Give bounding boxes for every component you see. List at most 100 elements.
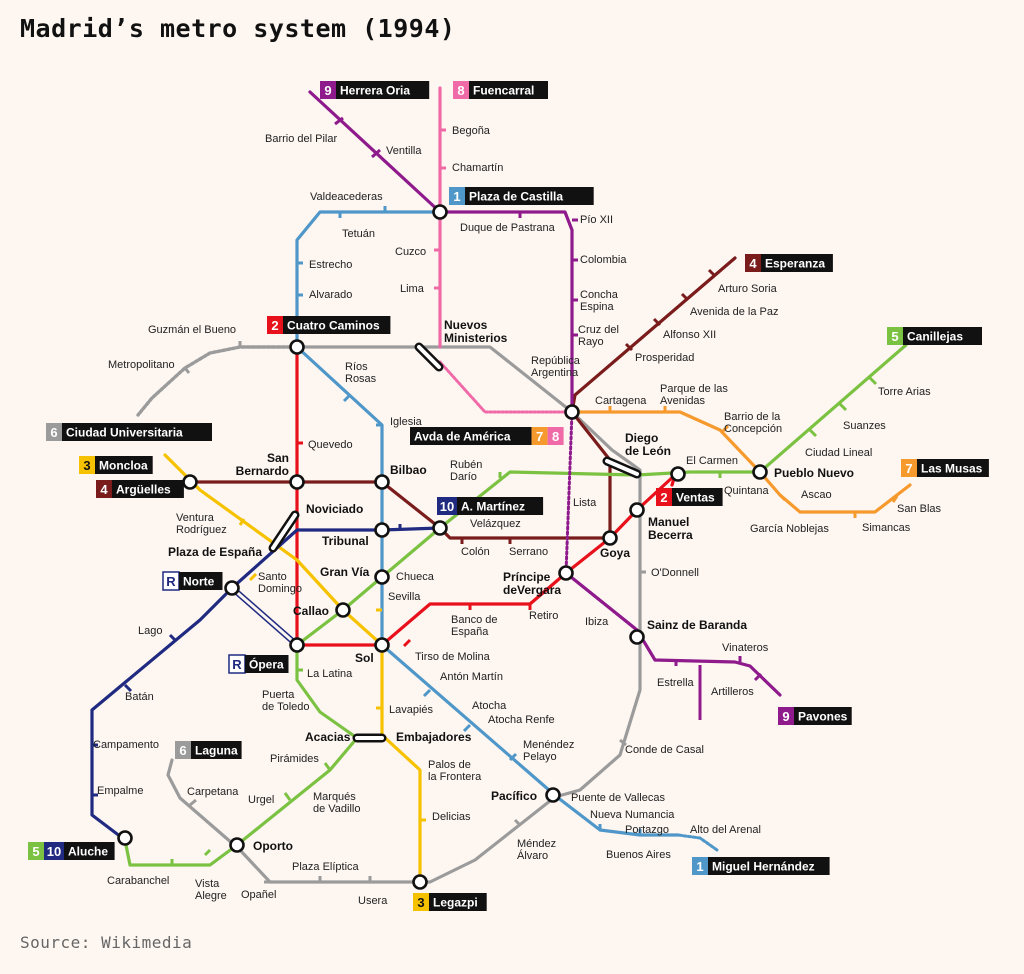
interchange-opera[interactable] [289,637,305,653]
terminal-name-box [336,81,430,99]
line-badge-7 [531,427,548,445]
interchange-plaza-castilla[interactable] [432,204,448,220]
interchange-a-martinez[interactable] [432,520,448,536]
interchange-san-bernardo[interactable] [289,474,305,490]
interchange-manuel-becerra[interactable] [629,502,645,518]
line-number: 8 [457,83,464,98]
interchange-bilbao[interactable] [374,474,390,490]
line-9-track [564,571,639,632]
interchange-sol[interactable] [374,637,390,653]
interchange-aluche[interactable] [117,830,133,846]
line-9-track [308,90,574,414]
terminal-name-box [245,655,289,673]
station-ticks [92,116,899,884]
line-badge-8 [453,81,469,99]
station-label-portazgo: Portazgo [625,824,669,836]
interchange-principe-vergara[interactable] [558,565,574,581]
station-label-campamento: Campamento [93,739,159,751]
station-label-o-donnell: O'Donnell [651,567,699,579]
station-label-guzman-el-bueno: Guzmán el Bueno [148,324,236,336]
line-number: 3 [83,458,90,473]
line-number: 10 [440,499,454,514]
terminal-name-box [465,187,594,205]
interchange-pueblo-nuevo[interactable] [752,464,768,480]
interchange-callao[interactable] [335,602,351,618]
terminal-label-plaza-castilla[interactable]: 1 Plaza de Castilla [449,187,594,205]
terminal-name: Argüelles [116,483,171,497]
station-tick [720,424,730,434]
interchange-goya[interactable] [602,530,618,546]
line-number: 3 [417,895,424,910]
station-label-velazquez: Velázquez [470,518,521,530]
line-badge-5 [887,327,903,345]
terminal-name: Cuatro Caminos [287,319,380,333]
station-label-piramides: Pirámides [270,753,319,765]
interchange-tribunal[interactable] [374,522,390,538]
station-tick [868,376,878,386]
station-label-retiro: Retiro [529,610,558,622]
interchange-norte[interactable] [224,580,240,596]
terminal-label-a-martinez[interactable]: 10 A. Martínez [437,497,544,515]
station-label-la-latina: La Latina [307,668,353,680]
station-label-urgel: Urgel [248,794,274,806]
station-label-vinateros: Vinateros [722,642,769,654]
interchange-label-sainz-baranda: Sainz de Baranda [647,618,747,632]
station-label-serrano: Serrano [509,546,548,558]
line-number: 8 [552,429,559,444]
terminal-name: A. Martínez [461,500,525,514]
terminal-name: Legazpi [433,896,478,910]
interchange-moncloa[interactable] [182,474,198,490]
terminal-name-box [672,488,723,506]
interchange-gran-via[interactable] [374,569,390,585]
interchange-pacifico[interactable] [545,787,561,803]
station-label-ascao: Ascao [801,489,832,501]
station-tick [680,292,690,302]
interchange-cuatro-caminos[interactable] [289,339,305,355]
terminal-label-legazpi[interactable]: 3 Legazpi [413,893,487,911]
terminal-name-box [708,857,830,875]
station-tick [203,848,212,857]
station-label-empalme: Empalme [97,785,143,797]
terminal-name: Ciudad Universitaria [66,426,183,440]
terminal-name: Plaza de Castilla [469,190,563,204]
interchange-ventas[interactable] [670,466,686,482]
terminal-name: Miguel Hernández [712,860,815,874]
interchange-sainz-baranda[interactable] [629,629,645,645]
station-label-delicias: Delicias [432,811,471,823]
station-tick [238,518,246,526]
terminal-name-box [62,423,212,441]
terminal-name: Ópera [249,657,284,672]
interchange-legazpi[interactable] [412,874,428,890]
line-number: 1 [453,189,460,204]
station-label-valdeacederas: Valdeacederas [310,191,383,203]
interchange-avda-america[interactable] [564,404,580,420]
interchange-label-gran-via: Gran Vía [320,565,370,579]
interchange-oporto[interactable] [229,837,245,853]
